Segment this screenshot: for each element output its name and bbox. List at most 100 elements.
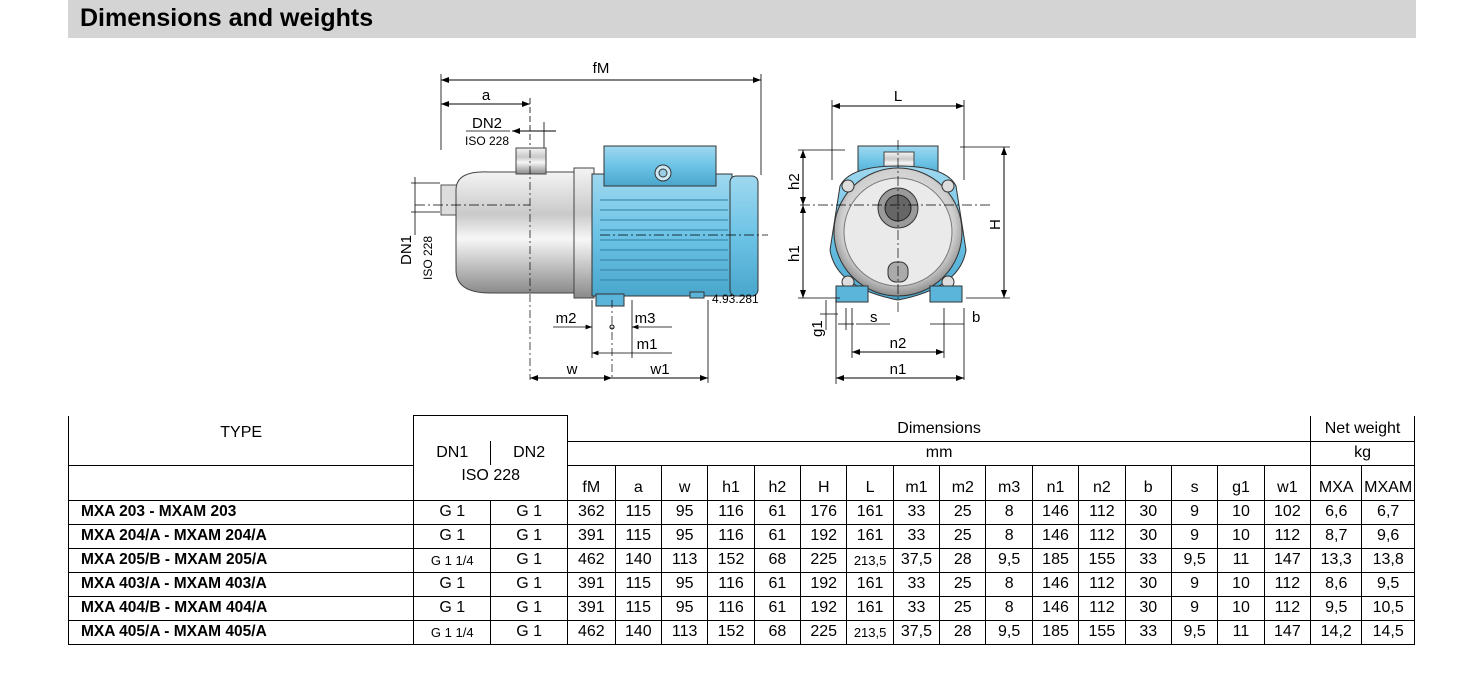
row-dn2: G 1 bbox=[490, 619, 569, 645]
row-value: 161 bbox=[846, 523, 894, 549]
row-value: 13,8 bbox=[1361, 547, 1415, 573]
row-value: 33 bbox=[892, 595, 941, 621]
label-n2: n2 bbox=[890, 335, 907, 352]
row-value: 115 bbox=[614, 523, 662, 549]
col-header: MXA bbox=[1310, 464, 1363, 501]
row-value: 116 bbox=[707, 499, 755, 525]
row-type: MXA 203 - MXAM 203 bbox=[67, 499, 415, 525]
label-h1: h1 bbox=[786, 245, 803, 262]
row-value: 95 bbox=[660, 571, 709, 597]
row-value: 13,3 bbox=[1310, 547, 1363, 573]
row-value: 6,6 bbox=[1310, 499, 1363, 525]
row-value: 8 bbox=[985, 499, 1033, 525]
row-value: 33 bbox=[892, 499, 941, 525]
row-dn1: G 1 bbox=[413, 523, 492, 549]
row-value: 8 bbox=[985, 523, 1033, 549]
row-value: 11 bbox=[1217, 619, 1265, 645]
row-value: 8,6 bbox=[1310, 571, 1363, 597]
col-header: b bbox=[1124, 464, 1172, 501]
row-value: 33 bbox=[1124, 619, 1172, 645]
col-header: m3 bbox=[985, 464, 1033, 501]
row-value: 146 bbox=[1031, 499, 1080, 525]
row-value: 391 bbox=[567, 571, 616, 597]
row-value: 146 bbox=[1031, 571, 1080, 597]
row-dn1: G 1 bbox=[413, 571, 492, 597]
drawing-code: 4.93.281 bbox=[712, 292, 759, 306]
row-type: MXA 403/A - MXAM 403/A bbox=[67, 571, 415, 597]
row-value: 6,7 bbox=[1361, 499, 1415, 525]
row-value: 9,5 bbox=[1170, 547, 1219, 573]
row-value: 30 bbox=[1124, 571, 1172, 597]
row-value: 213,5 bbox=[846, 619, 894, 645]
row-value: 9 bbox=[1170, 499, 1219, 525]
row-value: 462 bbox=[567, 619, 616, 645]
row-value: 102 bbox=[1263, 499, 1312, 525]
row-type: MXA 204/A - MXAM 204/A bbox=[67, 523, 415, 549]
label-a: a bbox=[482, 87, 491, 104]
row-type: MXA 205/B - MXAM 205/A bbox=[67, 547, 415, 573]
row-value: 362 bbox=[567, 499, 616, 525]
col-header: m1 bbox=[892, 464, 941, 501]
label-DN1: DN1 bbox=[398, 235, 415, 265]
row-value: 116 bbox=[707, 523, 755, 549]
row-value: 28 bbox=[939, 619, 987, 645]
row-value: 146 bbox=[1031, 595, 1080, 621]
label-DN2: DN2 bbox=[472, 115, 502, 132]
row-dn2: G 1 bbox=[490, 571, 569, 597]
row-value: 25 bbox=[939, 499, 987, 525]
row-value: 9,5 bbox=[1310, 595, 1363, 621]
col-header: n1 bbox=[1031, 464, 1080, 501]
row-value: 213,5 bbox=[846, 547, 894, 573]
label-g1: g1 bbox=[809, 320, 826, 337]
row-value: 115 bbox=[614, 499, 662, 525]
row-value: 9 bbox=[1170, 595, 1219, 621]
row-value: 225 bbox=[800, 619, 848, 645]
header-kg: kg bbox=[1310, 441, 1415, 465]
header-dn2: DN2 bbox=[490, 441, 569, 465]
row-value: 25 bbox=[939, 571, 987, 597]
row-value: 161 bbox=[846, 571, 894, 597]
col-header: w1 bbox=[1263, 464, 1312, 501]
row-value: 10 bbox=[1217, 499, 1265, 525]
row-value: 14,2 bbox=[1310, 619, 1363, 645]
row-value: 68 bbox=[753, 619, 802, 645]
col-header: L bbox=[846, 464, 894, 501]
label-h2: h2 bbox=[786, 173, 803, 190]
row-value: 8 bbox=[985, 595, 1033, 621]
header-row-1: TYPE Dimensions Net weight bbox=[67, 415, 1415, 466]
label-n1: n1 bbox=[890, 361, 907, 378]
col-header: h2 bbox=[753, 464, 802, 501]
row-value: 116 bbox=[707, 595, 755, 621]
row-value: 9,5 bbox=[1361, 571, 1415, 597]
row-value: 9 bbox=[1170, 571, 1219, 597]
row-value: 61 bbox=[753, 523, 802, 549]
row-type: MXA 404/B - MXAM 404/A bbox=[67, 595, 415, 621]
row-dn1: G 1 1/4 bbox=[413, 619, 492, 645]
row-value: 185 bbox=[1031, 547, 1080, 573]
row-value: 192 bbox=[800, 571, 848, 597]
row-dn2: G 1 bbox=[490, 595, 569, 621]
page-title: Dimensions and weights bbox=[80, 4, 374, 32]
header-type: TYPE bbox=[67, 415, 415, 466]
row-value: 152 bbox=[707, 547, 755, 573]
label-w: w bbox=[566, 361, 578, 378]
label-m1: m1 bbox=[637, 336, 658, 353]
row-dn2: G 1 bbox=[490, 499, 569, 525]
row-value: 112 bbox=[1263, 595, 1312, 621]
row-value: 147 bbox=[1263, 547, 1312, 573]
row-value: 140 bbox=[614, 619, 662, 645]
row-type: MXA 405/A - MXAM 405/A bbox=[67, 619, 415, 645]
header-row-2: DN1 DN2 mm kg bbox=[69, 441, 1415, 465]
col-header: h1 bbox=[707, 464, 755, 501]
label-L: L bbox=[894, 88, 902, 105]
row-value: 95 bbox=[660, 523, 709, 549]
row-dn1: G 1 bbox=[413, 499, 492, 525]
row-value: 95 bbox=[660, 595, 709, 621]
front-view: L h2 h1 H g1 bbox=[786, 88, 1010, 384]
row-value: 33 bbox=[892, 571, 941, 597]
